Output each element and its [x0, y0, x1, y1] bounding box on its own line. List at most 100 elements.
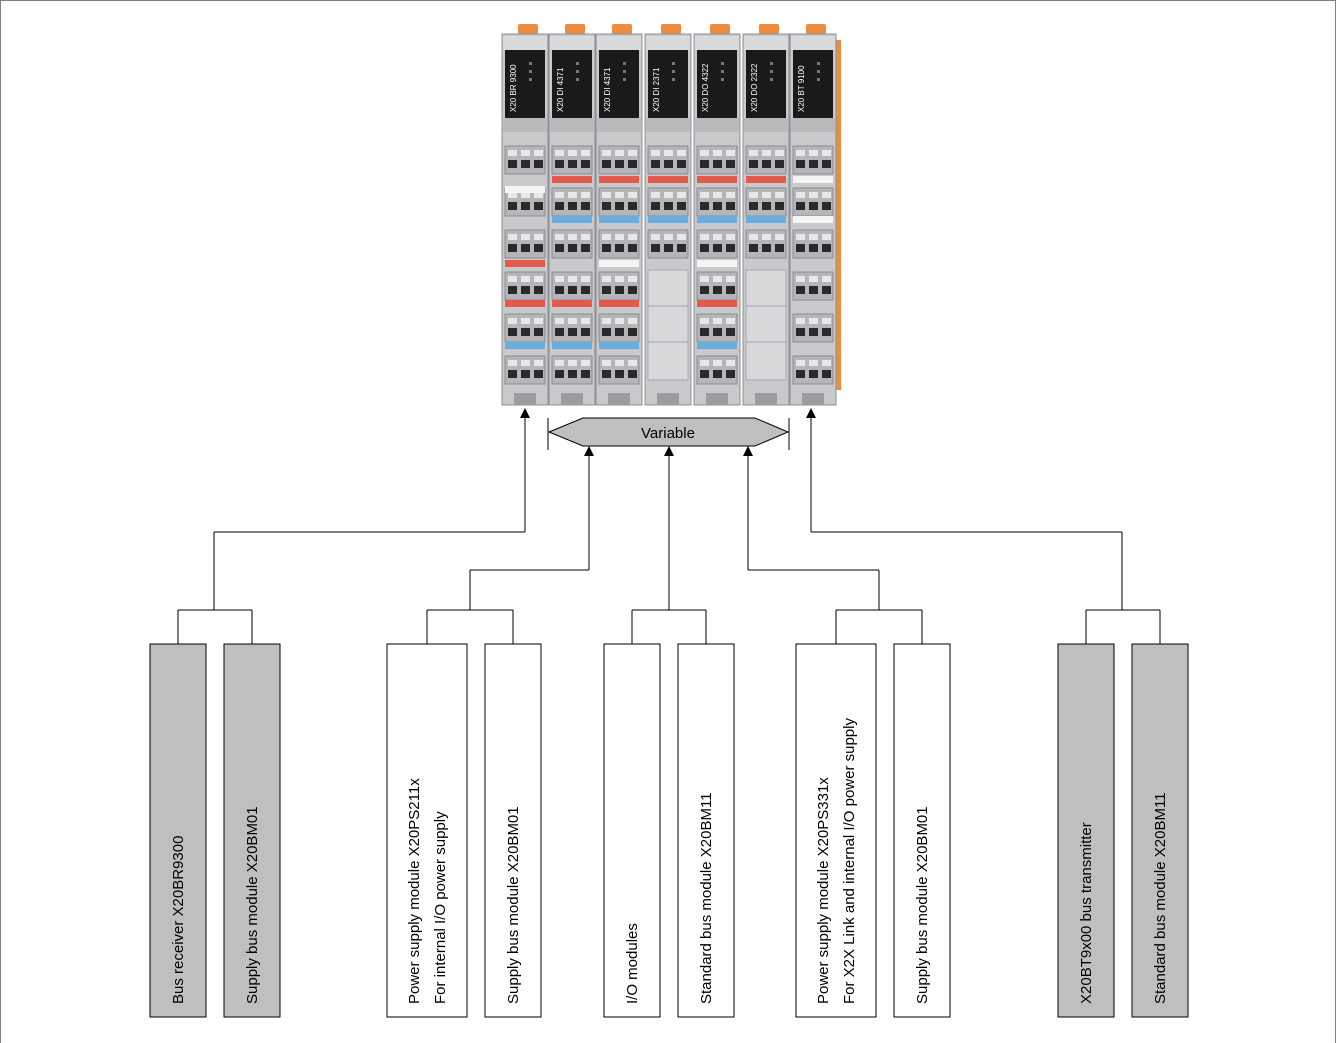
terminal-slot	[713, 202, 722, 210]
terminal-slot	[581, 160, 590, 168]
terminal-slot	[581, 328, 590, 336]
component-box: Supply bus module X20BM01	[224, 644, 280, 1017]
io-module: X20 DI 2371	[645, 24, 691, 405]
terminal-release	[508, 318, 517, 324]
component-box: Power supply module X20PS211xFor interna…	[387, 644, 467, 1017]
terminal-slot	[775, 160, 784, 168]
terminal-slot	[581, 244, 590, 252]
module-separator	[695, 118, 739, 132]
terminal-slot	[521, 286, 530, 294]
terminal-slot	[664, 244, 673, 252]
terminal-release	[534, 318, 543, 324]
terminal-release	[700, 318, 709, 324]
terminal-release	[568, 234, 577, 240]
terminal-color-strip	[697, 300, 737, 307]
terminal-slot	[555, 244, 564, 252]
module-separator	[550, 118, 594, 132]
terminal-slot	[796, 370, 805, 378]
terminal-release	[581, 318, 590, 324]
terminal-slot	[762, 160, 771, 168]
terminal-release	[568, 192, 577, 198]
status-led	[672, 78, 675, 81]
terminal-release	[651, 150, 660, 156]
terminal-slot	[555, 160, 564, 168]
module-name-label: X20 DI 4371	[556, 67, 565, 112]
blank-cover	[648, 270, 688, 380]
terminal-release	[775, 150, 784, 156]
terminal-slot	[508, 370, 517, 378]
status-led	[721, 62, 724, 65]
terminal-color-strip	[599, 300, 639, 307]
terminal-color-strip	[599, 176, 639, 183]
terminal-slot	[809, 370, 818, 378]
pointer-arrowhead	[806, 408, 816, 418]
component-box-label: Supply bus module X20BM01	[505, 806, 522, 1004]
terminal-slot	[775, 202, 784, 210]
terminal-release	[628, 276, 637, 282]
terminal-slot	[628, 370, 637, 378]
terminal-slot	[602, 244, 611, 252]
terminal-slot	[508, 202, 517, 210]
terminal-slot	[615, 160, 624, 168]
module-latch	[565, 24, 585, 34]
terminal-release	[602, 276, 611, 282]
terminal-color-strip	[552, 300, 592, 307]
terminal-release	[521, 318, 530, 324]
status-led	[770, 62, 773, 65]
module-separator	[597, 118, 641, 132]
status-led	[721, 78, 724, 81]
terminal-release	[762, 234, 771, 240]
component-box: Standard bus module X20BM11	[678, 644, 734, 1017]
terminal-release	[508, 276, 517, 282]
terminal-color-strip	[552, 176, 592, 183]
terminal-slot	[628, 244, 637, 252]
terminal-slot	[664, 160, 673, 168]
status-led	[576, 78, 579, 81]
terminal-slot	[726, 286, 735, 294]
terminal-slot	[555, 328, 564, 336]
status-led	[817, 78, 820, 81]
terminal-slot	[664, 202, 673, 210]
terminal-release	[615, 234, 624, 240]
terminal-release	[713, 234, 722, 240]
terminal-release	[615, 360, 624, 366]
terminal-release	[796, 276, 805, 282]
terminal-release	[534, 276, 543, 282]
component-box-label: Standard bus module X20BM11	[698, 792, 715, 1004]
module-latch	[518, 24, 538, 34]
terminal-release	[809, 318, 818, 324]
terminal-release	[762, 192, 771, 198]
terminal-release	[809, 276, 818, 282]
terminal-slot	[555, 370, 564, 378]
module-name-label: X20 DI 2371	[652, 67, 661, 112]
terminal-release	[628, 360, 637, 366]
terminal-release	[700, 234, 709, 240]
terminal-release	[602, 318, 611, 324]
terminal-release	[677, 150, 686, 156]
terminal-release	[534, 234, 543, 240]
terminal-color-strip	[746, 176, 786, 183]
terminal-slot	[508, 328, 517, 336]
module-cap	[503, 36, 547, 50]
terminal-release	[775, 192, 784, 198]
terminal-slot	[508, 160, 517, 168]
terminal-release	[602, 234, 611, 240]
terminal-slot	[615, 202, 624, 210]
terminal-slot	[713, 244, 722, 252]
terminal-color-strip	[599, 342, 639, 349]
terminal-release	[555, 276, 564, 282]
status-led	[576, 62, 579, 65]
terminal-slot	[628, 328, 637, 336]
terminal-slot	[568, 160, 577, 168]
module-cap	[550, 36, 594, 50]
component-box-label: Bus receiver X20BR9300	[170, 836, 187, 1004]
module-cap	[646, 36, 690, 50]
component-box: X20BT9x00 bus transmitter	[1058, 644, 1114, 1017]
terminal-slot	[568, 202, 577, 210]
terminal-release	[581, 192, 590, 198]
status-led	[576, 70, 579, 73]
pointer-arrowhead	[664, 446, 674, 456]
terminal-color-strip	[505, 300, 545, 307]
io-module: X20 DI 4371	[596, 24, 642, 405]
